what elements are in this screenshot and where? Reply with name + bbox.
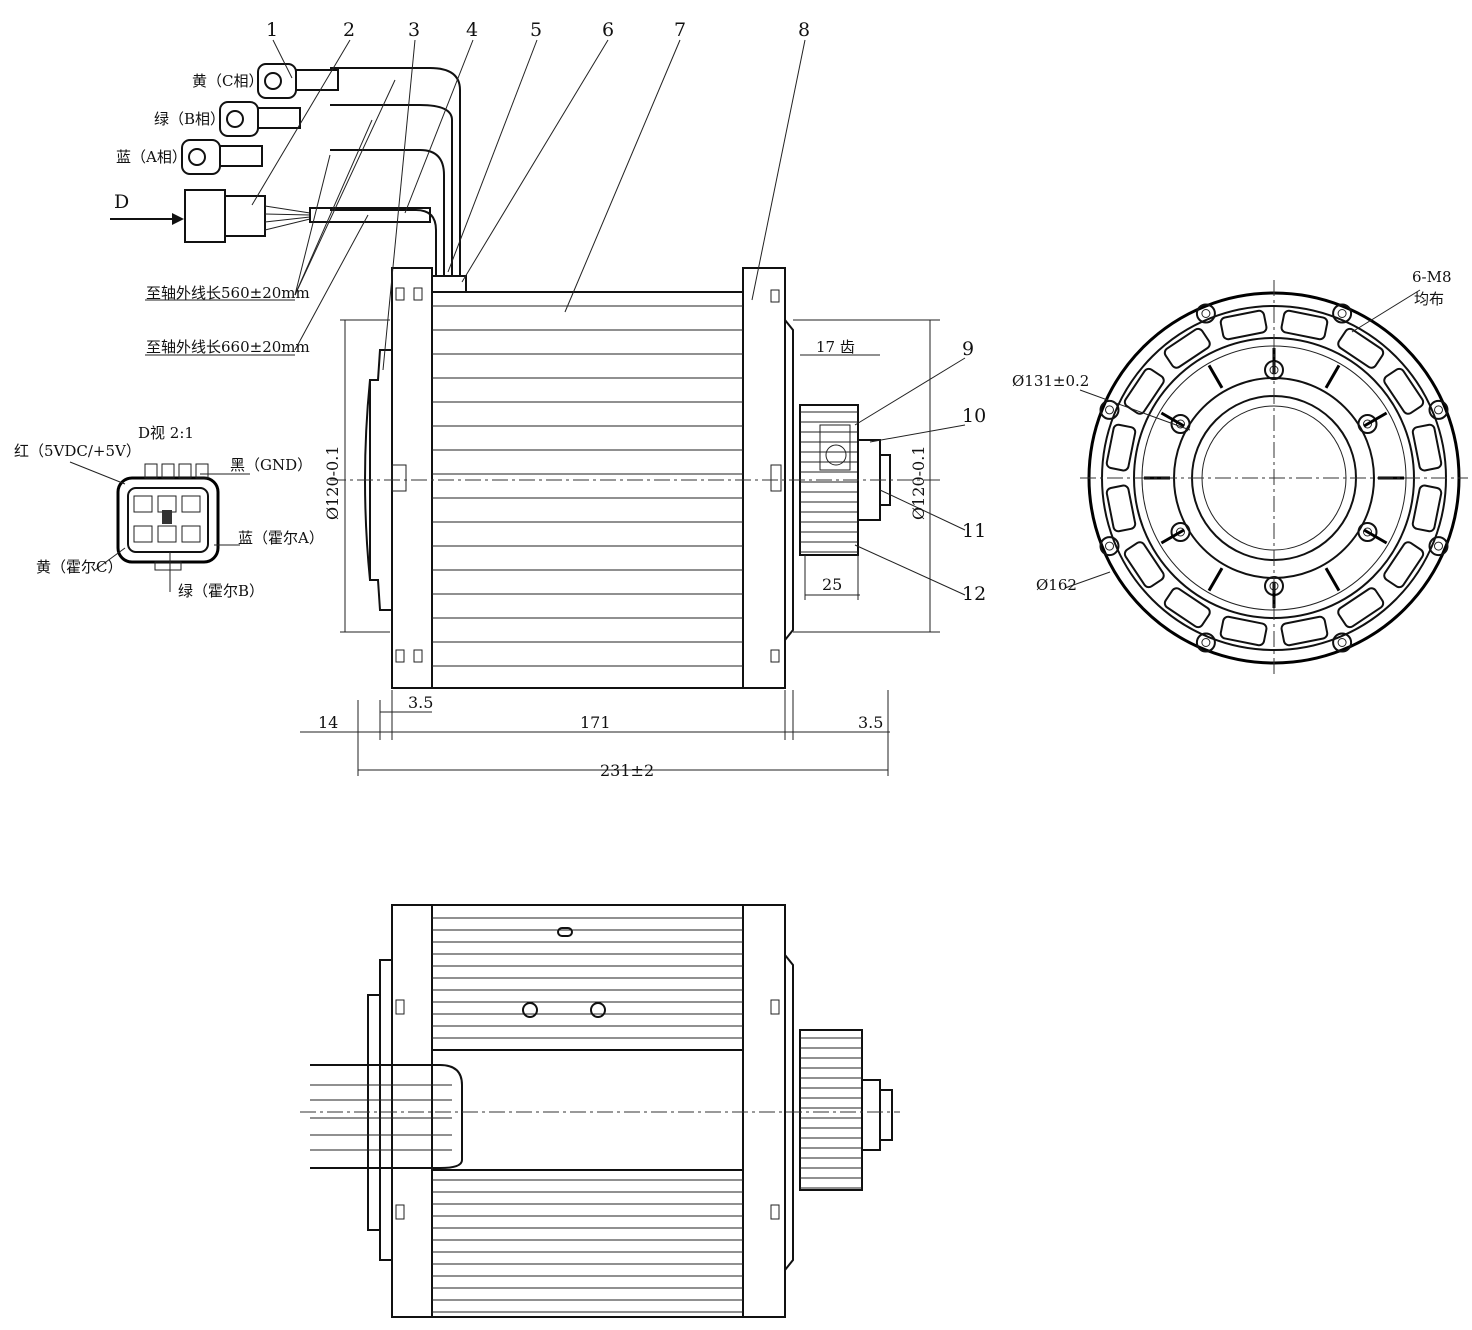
pin-hall-a-label: 蓝（霍尔A） [238, 529, 324, 547]
callout-2: 2 [343, 19, 355, 41]
callout-5: 5 [530, 19, 542, 41]
side-view [330, 67, 940, 689]
callout-8: 8 [798, 19, 810, 41]
b-phase-label: 绿（B相） [154, 110, 225, 128]
c-phase-label: 黄（C相） [192, 72, 263, 90]
dim-dia-left: Ø120-0.1 [323, 445, 342, 520]
pin-black-label: 黑（GND） [230, 456, 312, 474]
view-d-title: D视 2:1 [138, 424, 194, 442]
length-560-label: 至轴外线长560±20mm [146, 284, 310, 302]
dimension-texts: Ø120-0.1 Ø120-0.1 17 齿 25 3.5 14 171 3.5… [318, 338, 928, 780]
dim-total-length: 231±2 [600, 761, 654, 780]
dimension-lines [300, 319, 940, 776]
end-view: 6-M8 均布 Ø131±0.2 Ø162 [1012, 268, 1468, 676]
callout-numbers: 1 2 3 4 5 6 7 8 9 10 11 12 [266, 19, 986, 605]
left-end-plate [391, 267, 433, 689]
dim-dia-right: Ø120-0.1 [909, 445, 928, 520]
dim-pulley-note: 17 齿 [816, 338, 855, 356]
hall-connector [184, 189, 226, 243]
a-phase-label: 蓝（A相） [116, 148, 187, 166]
end-view-holes: 6-M8 [1412, 268, 1452, 286]
callout-11: 11 [962, 520, 986, 542]
right-end-plate [742, 267, 786, 689]
wire-terminals [110, 63, 431, 243]
callout-9: 9 [962, 338, 974, 360]
pin-hall-c-label: 黄（霍尔C） [36, 558, 122, 576]
connector-view-d: D视 2:1 红（5VDC/+5V） 黑（GND） 蓝（霍尔A） 黄（霍尔C） … [14, 424, 324, 600]
pin-red-label: 红（5VDC/+5V） [14, 442, 141, 460]
callout-leaders [145, 39, 966, 596]
top-view [300, 904, 900, 1318]
callout-3: 3 [408, 19, 420, 41]
length-660-label: 至轴外线长660±20mm [146, 338, 310, 356]
callout-10: 10 [962, 405, 986, 427]
end-view-dia-162: Ø162 [1036, 576, 1077, 594]
callout-7: 7 [674, 19, 686, 41]
view-d-arrow-label: D [114, 191, 129, 213]
end-view-holes-sub: 均布 [1414, 290, 1444, 308]
callout-4: 4 [466, 19, 478, 41]
dim-25: 25 [822, 575, 842, 594]
dim-171: 171 [580, 713, 611, 732]
callout-1: 1 [266, 19, 278, 41]
dim-3-5-right: 3.5 [858, 713, 883, 732]
pin-hall-b-label: 绿（霍尔B） [178, 582, 264, 600]
dim-3-5-left: 3.5 [408, 693, 433, 712]
motor-body [431, 291, 744, 689]
callout-6: 6 [602, 19, 614, 41]
wire-labels: 黄（C相） 绿（B相） 蓝（A相） D 至轴外线长560±20mm 至轴外线长6… [114, 72, 310, 356]
dim-14: 14 [318, 713, 338, 732]
end-view-dia-131: Ø131±0.2 [1012, 372, 1089, 390]
callout-12: 12 [962, 583, 986, 605]
